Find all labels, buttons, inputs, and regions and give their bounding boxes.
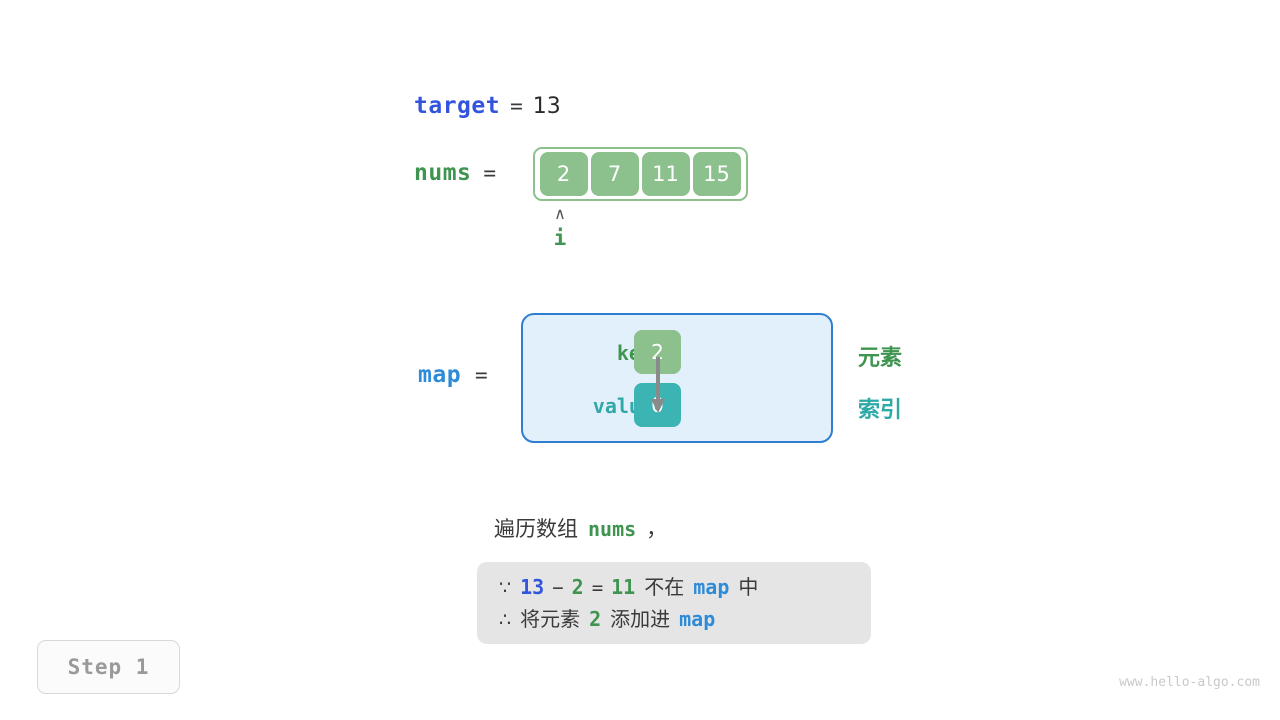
index-pointer-label: i: [553, 226, 567, 250]
array-cell: 15: [692, 152, 741, 196]
explanation-complement-value: 11: [611, 575, 636, 599]
map-element-side-label: 元素: [858, 346, 903, 371]
explanation-map-reference: map: [679, 607, 716, 631]
map-key-cell: 2: [634, 330, 681, 374]
map-value-cell: 0: [634, 383, 681, 427]
explanation-current-element: 2: [571, 575, 584, 599]
nums-assignment-row: nums =: [414, 160, 496, 186]
index-pointer: ∧ i: [533, 206, 587, 254]
caret-up-icon: ∧: [554, 204, 566, 223]
explanation-equals-operator: =: [591, 577, 604, 599]
target-equals-sign: =: [510, 94, 523, 118]
target-value: 13: [532, 94, 561, 119]
map-variable-name: map: [418, 362, 462, 388]
caption-prefix: 遍历数组: [494, 517, 578, 541]
explanation-box: ∵ 13 − 2 = 11 不在 map 中 ∴ 将元素 2 添加进 map: [477, 562, 871, 644]
map-equals-sign: =: [475, 363, 488, 387]
explanation-line-2: ∴ 将元素 2 添加进 map: [499, 603, 849, 635]
nums-equals-sign: =: [483, 161, 497, 185]
because-symbol-icon: ∵: [499, 577, 512, 599]
step-badge: Step 1: [37, 640, 180, 694]
caption-code-nums: nums: [588, 517, 637, 541]
nums-array-container: 2 7 11 15: [533, 147, 748, 201]
caption-line: 遍历数组 nums ，: [494, 513, 667, 543]
caption-suffix: ，: [646, 517, 668, 541]
map-assignment-row: map =: [418, 362, 488, 388]
array-cell: 11: [641, 152, 690, 196]
map-index-side-label: 索引: [858, 398, 903, 423]
explanation-added-element: 2: [589, 607, 602, 631]
explanation-line-1: ∵ 13 − 2 = 11 不在 map 中: [499, 571, 849, 603]
explanation-map-reference: map: [693, 575, 730, 599]
nums-variable-name: nums: [414, 160, 472, 186]
explanation-in-text: 中: [738, 575, 759, 599]
explanation-minus-operator: −: [552, 577, 564, 599]
watermark: www.hello-algo.com: [1119, 675, 1260, 690]
explanation-target-value: 13: [520, 575, 545, 599]
explanation-not-in-text: 不在: [644, 575, 685, 599]
map-container: key value 2 0: [521, 313, 833, 443]
therefore-symbol-icon: ∴: [499, 609, 512, 631]
target-variable-name: target: [414, 93, 501, 119]
explanation-add-into-text: 添加进: [610, 607, 671, 631]
target-assignment-row: target = 13: [414, 93, 561, 119]
array-cell: 2: [539, 152, 588, 196]
array-cell: 7: [590, 152, 639, 196]
explanation-add-element-text: 将元素: [520, 607, 581, 631]
